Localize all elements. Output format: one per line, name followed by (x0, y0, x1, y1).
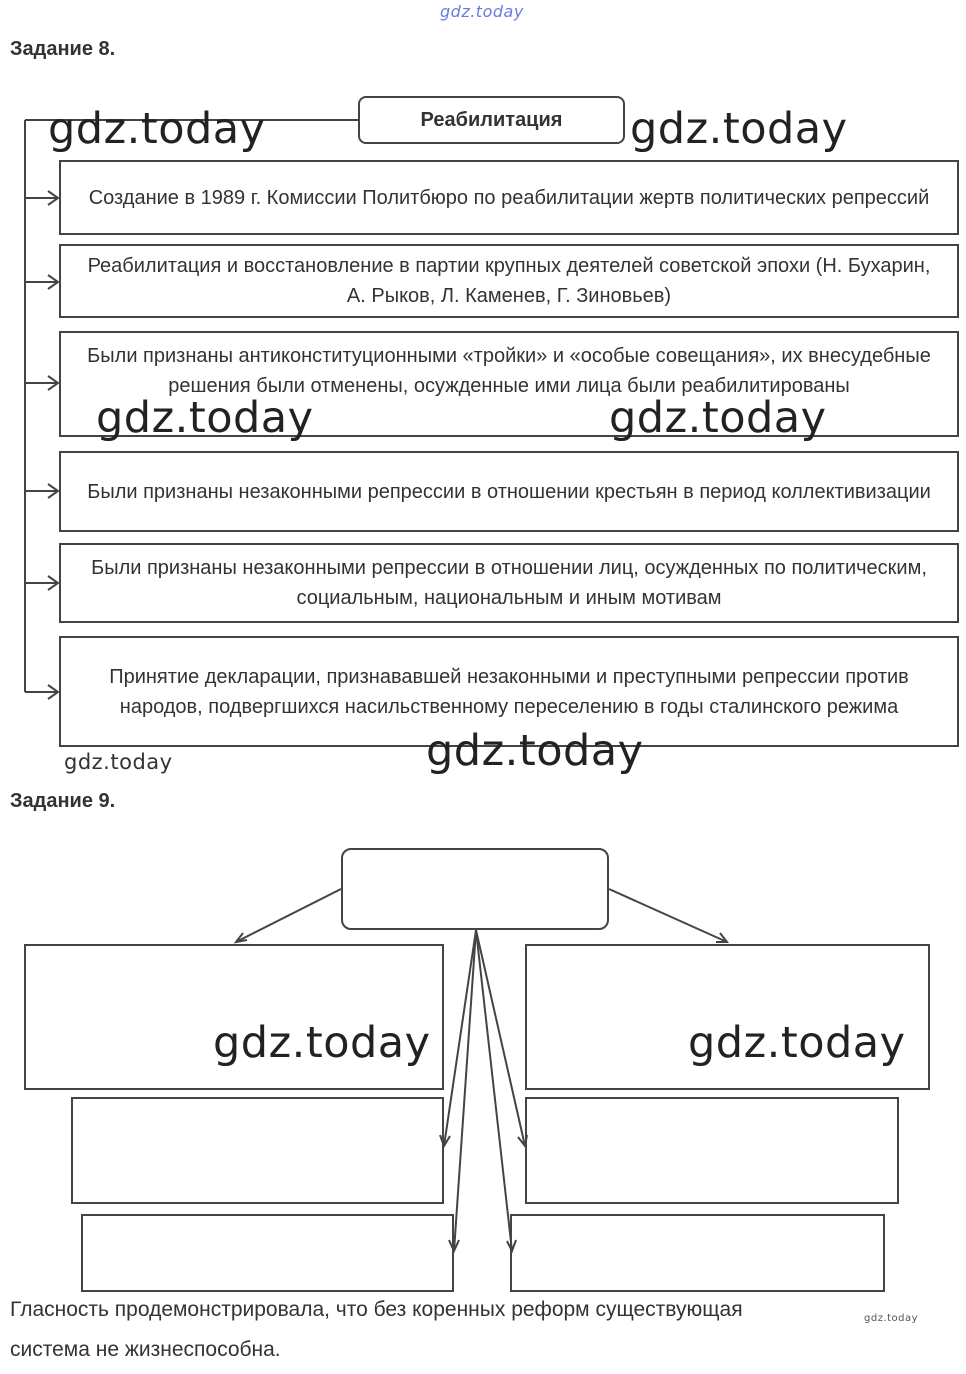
rehab-item-5: Были признаны незаконными репрессии в от… (59, 543, 959, 623)
task9-right-box-3 (510, 1214, 885, 1292)
task9-left-box-2 (71, 1097, 444, 1204)
rehab-item-6: Принятие декларации, признававшей незако… (59, 636, 959, 747)
watermark: gdz.today (609, 393, 827, 443)
task9-left-box-1 (24, 944, 444, 1090)
watermark: gdz.today (96, 393, 314, 443)
rehab-item-2: Реабилитация и восстановление в партии к… (59, 244, 959, 318)
task9-heading: Задание 9. (10, 790, 116, 812)
watermark: gdz.today (48, 104, 266, 154)
watermark: gdz.today (688, 1018, 906, 1068)
watermark: gdz.today (426, 726, 644, 776)
task9-conclusion-line1: Гласность продемонстрировала, что без ко… (10, 1298, 743, 1321)
watermark: gdz.today (64, 750, 173, 774)
rehabilitation-root-box: Реабилитация (358, 96, 625, 144)
task9-left-box-3 (81, 1214, 454, 1292)
rehab-item-3: Были признаны антиконституционными «трой… (59, 331, 959, 437)
task9-conclusion-line2: система не жизнеспособна. (10, 1338, 281, 1361)
watermark: gdz.today (864, 1313, 919, 1324)
task9-right-box-2 (525, 1097, 899, 1204)
watermark: gdz.today (213, 1018, 431, 1068)
rehab-item-4: Были признаны незаконными репрессии в от… (59, 451, 959, 532)
task8-heading: Задание 8. (10, 38, 116, 60)
task9-center-box (341, 848, 609, 930)
task9-right-box-1 (525, 944, 930, 1090)
watermark: gdz.today (630, 104, 848, 154)
rehab-item-1: Создание в 1989 г. Комиссии Политбюро по… (59, 160, 959, 235)
watermark-top: gdz.today (440, 2, 524, 21)
